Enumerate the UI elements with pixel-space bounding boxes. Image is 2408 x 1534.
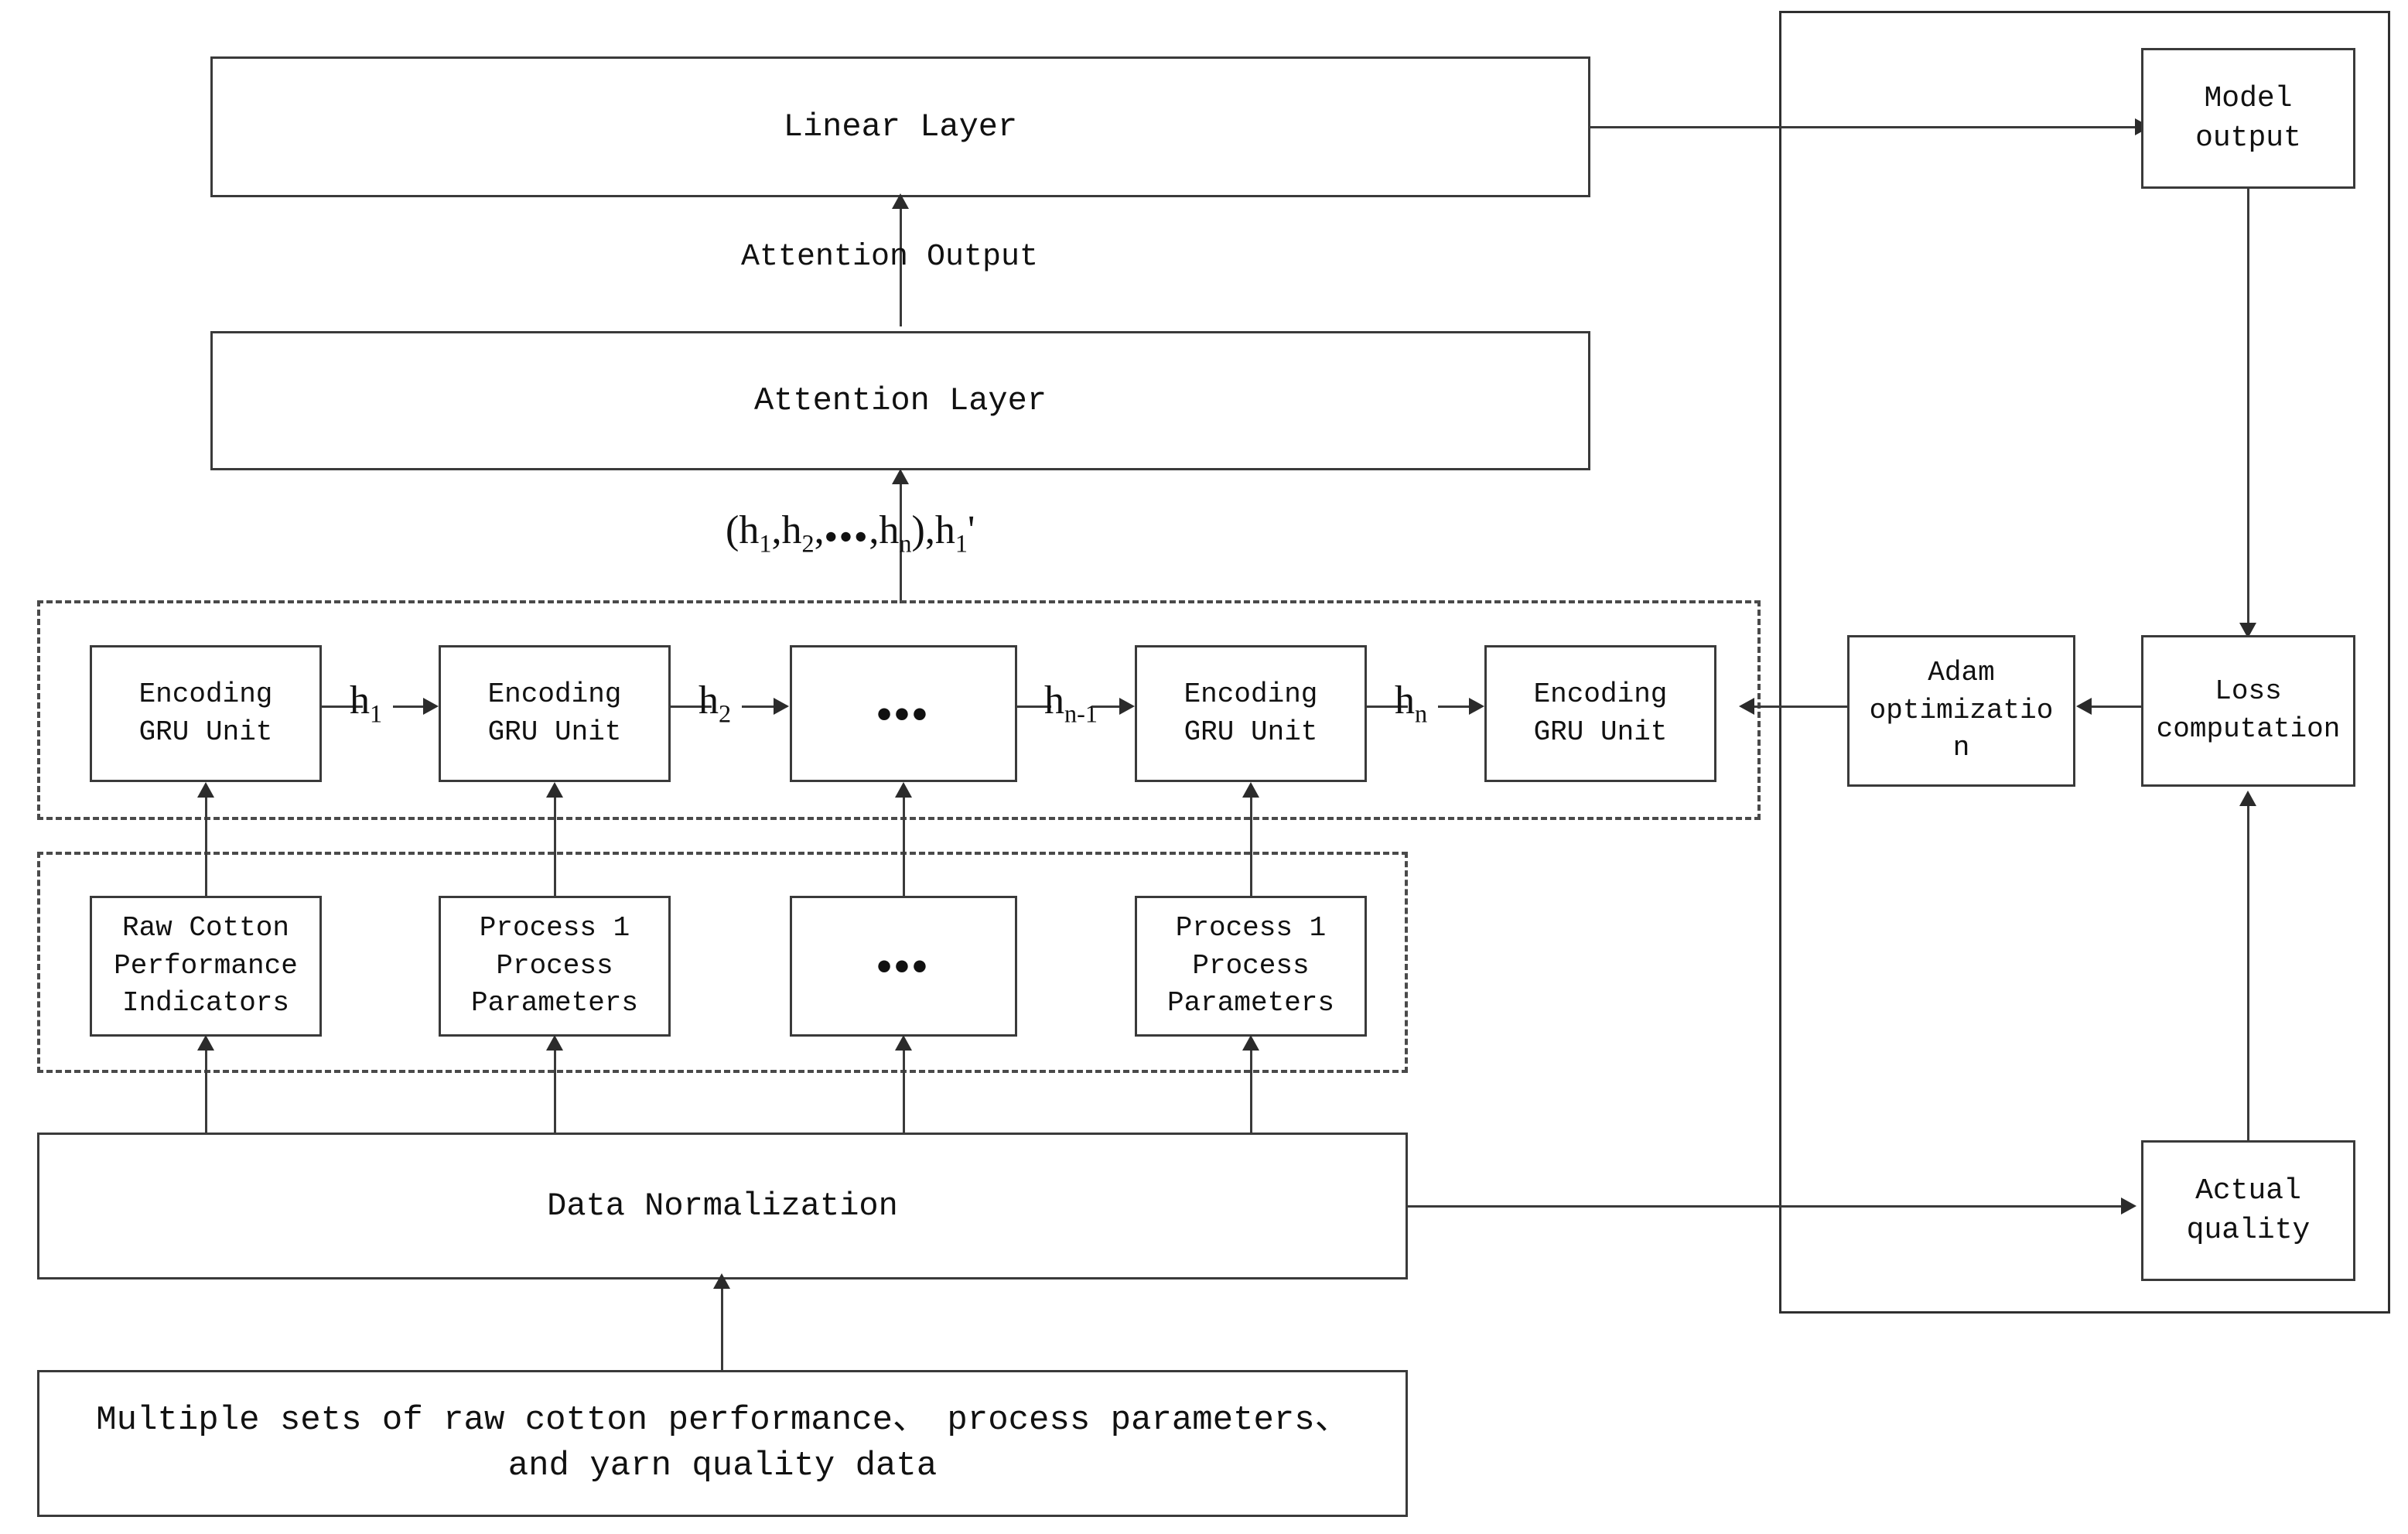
arrowhead-to-loss-computation (2239, 623, 2256, 638)
edge-label-hn: hn (1395, 678, 1428, 728)
arrowhead-loss-to-adam (2076, 698, 2092, 715)
edge-encoder-to-attention (900, 480, 902, 603)
edge-label-h1: h1 (350, 678, 383, 728)
edge-gru1-to-gru2-b (393, 706, 427, 708)
model-output-box[interactable]: Model output (2141, 48, 2355, 189)
raw-data-source-box[interactable]: Multiple sets of raw cotton performance、… (37, 1370, 1408, 1517)
arrowhead-to-linear-layer (892, 193, 909, 209)
input-ellipsis: ••• (790, 896, 1017, 1037)
edge-norm-to-actual-quality (1408, 1205, 2126, 1208)
adam-optimization-box[interactable]: Adam optimizatio n (1847, 635, 2075, 787)
input-features-dashed-group (37, 852, 1408, 1073)
edge-loss-to-adam (2089, 706, 2143, 708)
arrowhead-gru4-to-gru5 (1469, 698, 1484, 715)
arrowhead-actual-quality-to-loss (2239, 791, 2256, 806)
edge-source-to-normalization (721, 1284, 723, 1370)
loss-computation-box[interactable]: Loss computation (2141, 635, 2355, 787)
arrowhead-to-attention-layer (892, 469, 909, 484)
edge-model-output-to-loss (2247, 189, 2249, 634)
edge-ellipsis-to-gru4-b (1092, 706, 1122, 708)
training-loop-panel (1779, 11, 2390, 1314)
arrowhead-input4-to-gru4 (1242, 782, 1259, 798)
edge-attention-to-linear (900, 203, 902, 326)
input-process-1-parameters-b[interactable]: Process 1 Process Parameters (1135, 896, 1367, 1037)
edge-gru2-to-ellipsis-b (742, 706, 776, 708)
arrowhead-norm-to-input2 (546, 1035, 563, 1051)
encoding-gru-unit-1[interactable]: Encoding GRU Unit (90, 645, 322, 782)
edge-norm-to-input2 (554, 1046, 556, 1133)
arrowhead-norm-to-input1 (197, 1035, 214, 1051)
arrowhead-gru1-to-gru2 (423, 698, 439, 715)
input-process-1-parameters-a[interactable]: Process 1 Process Parameters (439, 896, 671, 1037)
edge-ellipsis-to-gru4 (1017, 706, 1051, 708)
edge-input3-to-gru3 (903, 792, 905, 898)
arrowhead-norm-to-input3 (895, 1035, 912, 1051)
encoding-gru-unit-4[interactable]: Encoding GRU Unit (1135, 645, 1367, 782)
arrowhead-source-to-normalization (713, 1273, 730, 1289)
ellipsis-glyph-inputs: ••• (876, 943, 931, 989)
arrowhead-input3-to-gru3 (895, 782, 912, 798)
arrowhead-input1-to-gru1 (197, 782, 214, 798)
arrowhead-adam-to-encoder (1739, 698, 1754, 715)
edge-input1-to-gru1 (205, 792, 207, 898)
edge-gru4-to-gru5-b (1438, 706, 1472, 708)
edge-input4-to-gru4 (1250, 792, 1252, 898)
edge-label-hidden-states: (h1,h2,●●●,hn),h1' (726, 508, 975, 558)
edge-label-attention-output: Attention Output (741, 240, 1039, 275)
edge-label-h2: h2 (698, 678, 732, 728)
edge-norm-to-input1 (205, 1046, 207, 1133)
edge-actual-quality-to-loss (2247, 801, 2249, 1140)
actual-quality-box[interactable]: Actual quality (2141, 1140, 2355, 1281)
edge-label-hn-minus-1: hn-1 (1044, 678, 1098, 728)
edge-norm-to-input3 (903, 1046, 905, 1133)
encoding-gru-ellipsis: ••• (790, 645, 1017, 782)
edge-norm-to-input4 (1250, 1046, 1252, 1133)
edge-gru1-to-gru2 (322, 706, 363, 708)
arrowhead-norm-to-actual-quality (2121, 1197, 2136, 1215)
data-normalization-box[interactable]: Data Normalization (37, 1133, 1408, 1279)
arrowhead-ellipsis-to-gru4 (1119, 698, 1135, 715)
arrowhead-norm-to-input4 (1242, 1035, 1259, 1051)
encoder-gru-dashed-group (37, 600, 1761, 820)
encoding-gru-unit-2[interactable]: Encoding GRU Unit (439, 645, 671, 782)
edge-adam-to-encoder (1751, 706, 1847, 708)
edge-linear-to-model-output (1590, 126, 2141, 128)
arrowhead-gru2-to-ellipsis (774, 698, 789, 715)
edge-input2-to-gru2 (554, 792, 556, 898)
attention-layer-box[interactable]: Attention Layer (210, 331, 1590, 470)
input-raw-cotton-performance-indicators[interactable]: Raw Cotton Performance Indicators (90, 896, 322, 1037)
ellipsis-glyph-encoder: ••• (876, 690, 931, 737)
edge-gru2-to-ellipsis (671, 706, 712, 708)
edge-gru4-to-gru5 (1367, 706, 1408, 708)
encoding-gru-unit-5[interactable]: Encoding GRU Unit (1484, 645, 1716, 782)
linear-layer-box[interactable]: Linear Layer (210, 56, 1590, 197)
arrowhead-input2-to-gru2 (546, 782, 563, 798)
